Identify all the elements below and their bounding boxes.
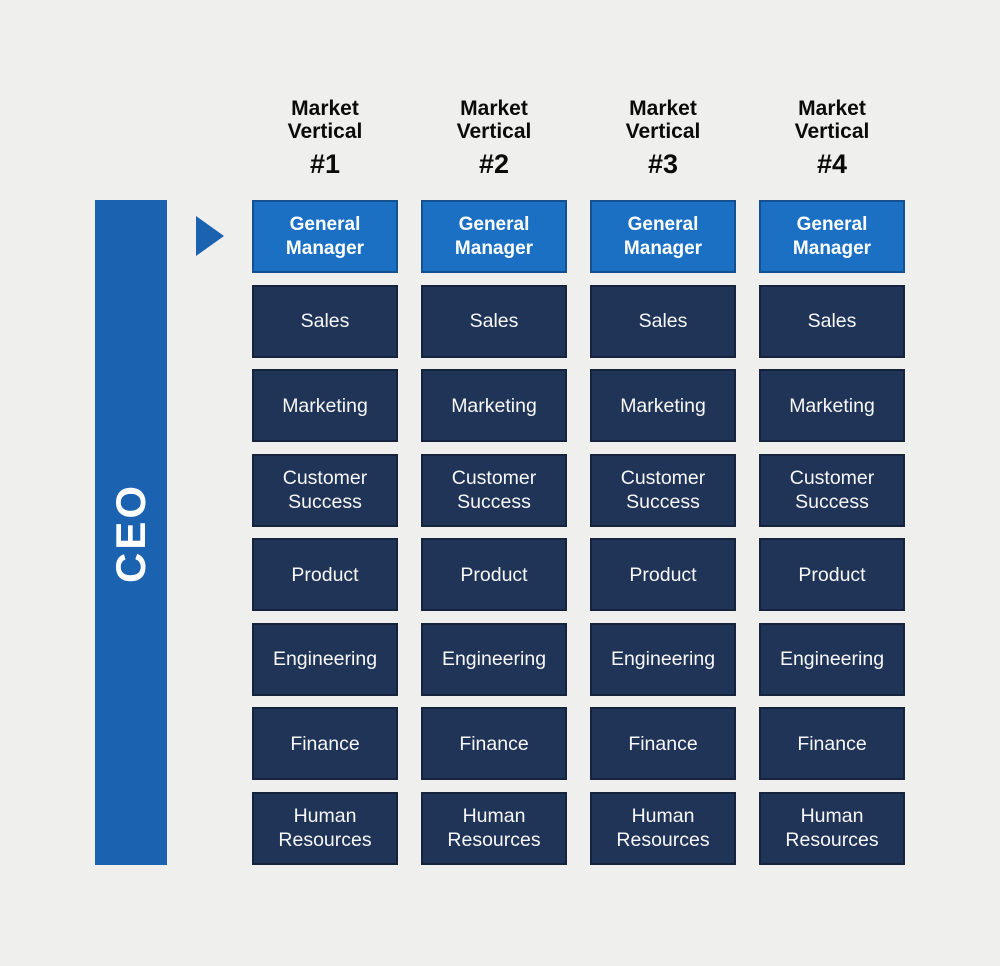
header-number: #3 (647, 149, 679, 179)
general-manager-box: General Manager (252, 200, 398, 273)
header-number: #2 (478, 149, 510, 179)
column-boxes: General Manager Sales Marketing Customer… (421, 200, 567, 865)
column-boxes: General Manager Sales Marketing Customer… (759, 200, 905, 865)
header-number: #4 (816, 149, 848, 179)
column-boxes: General Manager Sales Marketing Customer… (252, 200, 398, 865)
market-vertical-column-4: Market Vertical #4 General Manager Sales… (759, 97, 905, 865)
general-manager-box: General Manager (421, 200, 567, 273)
department-box-customer-success: Customer Success (421, 453, 567, 527)
right-arrow-icon (196, 216, 224, 256)
header-line: Market (629, 97, 697, 120)
ceo-bar: CEO (95, 200, 167, 865)
department-box-product: Product (590, 538, 736, 611)
department-box-marketing: Marketing (252, 369, 398, 442)
column-header: Market Vertical #1 (252, 97, 398, 200)
department-box-product: Product (759, 538, 905, 611)
market-vertical-column-2: Market Vertical #2 General Manager Sales… (421, 97, 567, 865)
department-box-engineering: Engineering (252, 622, 398, 696)
department-box-finance: Finance (590, 707, 736, 780)
header-line: Vertical (456, 119, 532, 143)
department-box-human-resources: Human Resources (421, 791, 567, 865)
department-box-finance: Finance (759, 707, 905, 780)
department-box-customer-success: Customer Success (590, 453, 736, 527)
department-box-customer-success: Customer Success (252, 453, 398, 527)
department-box-product: Product (421, 538, 567, 611)
header-number: #1 (309, 149, 341, 179)
general-manager-box: General Manager (590, 200, 736, 273)
department-box-engineering: Engineering (590, 622, 736, 696)
header-line: Vertical (287, 119, 363, 143)
department-box-sales: Sales (759, 284, 905, 358)
column-header: Market Vertical #4 (759, 97, 905, 200)
department-box-engineering: Engineering (759, 622, 905, 696)
market-vertical-column-3: Market Vertical #3 General Manager Sales… (590, 97, 736, 865)
header-line: Market (798, 97, 866, 120)
department-box-finance: Finance (421, 707, 567, 780)
department-box-product: Product (252, 538, 398, 611)
general-manager-box: General Manager (759, 200, 905, 273)
header-line: Vertical (625, 119, 701, 143)
department-box-sales: Sales (590, 284, 736, 358)
department-box-human-resources: Human Resources (759, 791, 905, 865)
department-box-human-resources: Human Resources (252, 791, 398, 865)
column-header: Market Vertical #2 (421, 97, 567, 200)
department-box-engineering: Engineering (421, 622, 567, 696)
department-box-sales: Sales (421, 284, 567, 358)
department-box-marketing: Marketing (590, 369, 736, 442)
header-line: Market (291, 97, 359, 120)
ceo-label: CEO (107, 482, 155, 583)
department-box-customer-success: Customer Success (759, 453, 905, 527)
header-line: Market (460, 97, 528, 120)
market-vertical-column-1: Market Vertical #1 General Manager Sales… (252, 97, 398, 865)
department-box-human-resources: Human Resources (590, 791, 736, 865)
column-header: Market Vertical #3 (590, 97, 736, 200)
department-box-marketing: Marketing (759, 369, 905, 442)
department-box-marketing: Marketing (421, 369, 567, 442)
department-box-finance: Finance (252, 707, 398, 780)
header-line: Vertical (794, 119, 870, 143)
department-box-sales: Sales (252, 284, 398, 358)
column-boxes: General Manager Sales Marketing Customer… (590, 200, 736, 865)
